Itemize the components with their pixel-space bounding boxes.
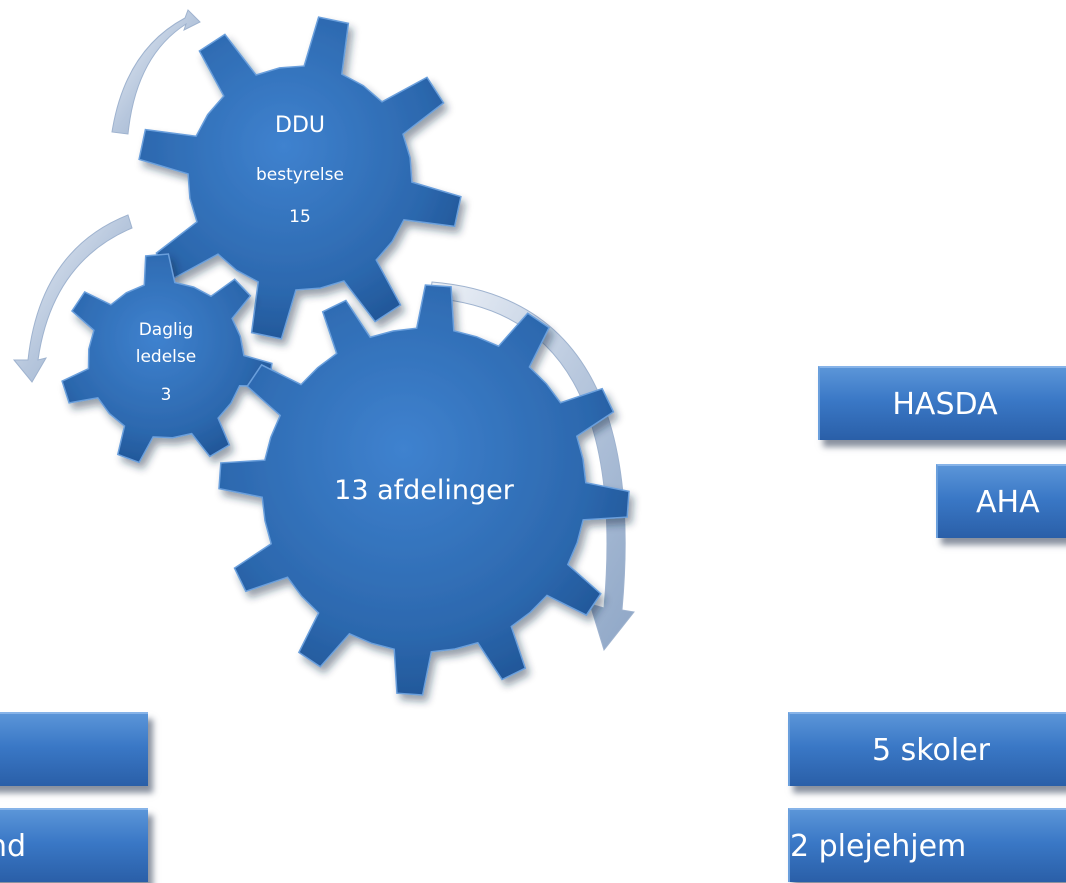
- box-left-lower: nd: [0, 808, 148, 882]
- box-hasda-label: HASDA: [892, 387, 998, 422]
- gear-top-line3: 15: [289, 207, 311, 227]
- gear-large: [218, 284, 630, 696]
- arrow-left: [12, 214, 133, 383]
- box-aha: AHA: [936, 464, 1066, 538]
- box-schools: 5 skoler: [788, 712, 1066, 786]
- gear-small-line3: 3: [161, 385, 172, 405]
- gear-large-label: 13 afdelinger: [334, 475, 515, 506]
- gear-top-line1: DDU: [275, 113, 325, 138]
- gears-layer: [61, 16, 630, 696]
- gear-top-line2: bestyrelse: [256, 165, 344, 185]
- box-left-upper: [0, 712, 148, 786]
- box-nursing-homes-label: 2 plejehjem: [790, 829, 967, 864]
- gear-small: [61, 253, 273, 464]
- gear-small-line1: Daglig: [139, 320, 194, 340]
- box-schools-label: 5 skoler: [871, 733, 991, 768]
- arrow-top-left: [111, 9, 201, 135]
- box-nursing-homes: 2 plejehjem: [788, 808, 1066, 882]
- box-aha-label: AHA: [976, 485, 1040, 520]
- box-left-lower-label: nd: [0, 829, 27, 864]
- gear-top: [138, 16, 462, 340]
- box-hasda: HASDA: [818, 366, 1066, 440]
- gear-small-line2: ledelse: [136, 347, 196, 367]
